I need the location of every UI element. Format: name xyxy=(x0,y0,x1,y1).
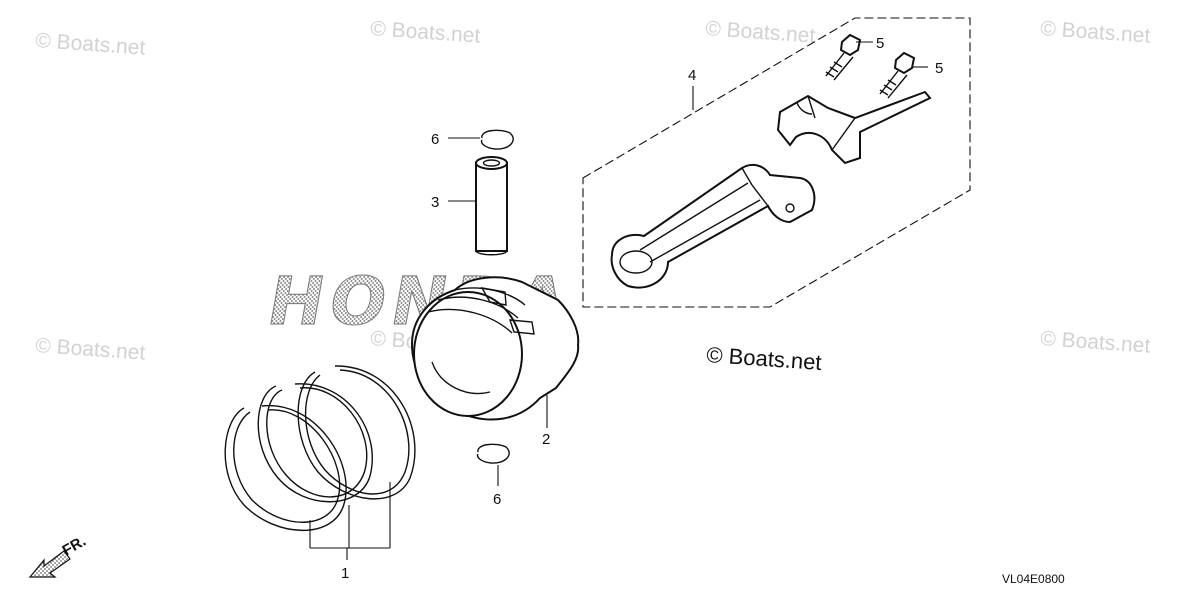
main-watermark: © Boats.net xyxy=(706,342,823,375)
callout-pin-clip: 6 xyxy=(431,131,439,148)
rod-bolt-b xyxy=(879,51,916,99)
rod-bolt-a xyxy=(825,33,862,81)
callout-piston: 2 xyxy=(542,431,550,448)
callout-piston-pin: 3 xyxy=(431,194,439,211)
connecting-rod-group-box xyxy=(582,17,971,308)
leader-lines xyxy=(309,41,928,560)
piston-pin xyxy=(475,156,508,256)
connecting-rod xyxy=(610,163,816,289)
watermark-text: © Boats.net xyxy=(1040,327,1152,358)
piston-pin-clip-bottom xyxy=(476,443,510,464)
watermark-text: © Boats.net xyxy=(370,17,482,48)
front-arrow-icon xyxy=(28,550,71,578)
callout-connecting-rod-assembly: 4 xyxy=(688,67,696,84)
watermark-text: © Boats.net xyxy=(705,17,817,48)
watermark-text: © Boats.net xyxy=(1040,17,1152,48)
connecting-rod-cap xyxy=(776,90,932,165)
callout-piston-rings: 1 xyxy=(341,565,349,582)
watermark-text: © Boats.net xyxy=(35,334,147,365)
diagram-code: VL04E0800 xyxy=(1002,572,1065,586)
piston-ring-set xyxy=(224,365,416,532)
callout-rod-bolt: 5 xyxy=(876,35,884,52)
watermark-text: © Boats.net xyxy=(35,29,147,60)
callout-rod-bolt: 5 xyxy=(935,60,943,77)
callout-pin-clip: 6 xyxy=(493,491,501,508)
piston-pin-clip-top xyxy=(480,129,514,150)
piston xyxy=(410,276,580,421)
front-indicator: FR. xyxy=(28,533,89,578)
